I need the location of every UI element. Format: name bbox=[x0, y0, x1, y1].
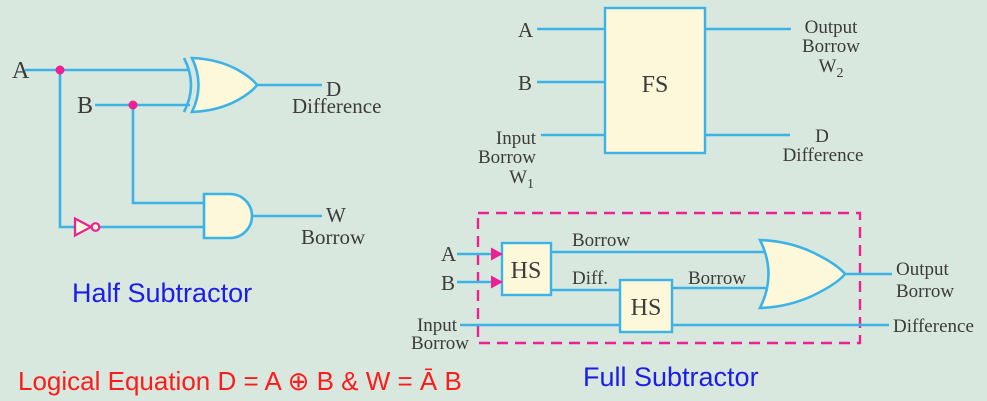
and-gate bbox=[202, 192, 254, 240]
not-gate bbox=[73, 216, 94, 238]
hs1-block bbox=[500, 241, 553, 297]
hs-borrow-label: Borrow bbox=[301, 225, 366, 249]
fs-block-label: FS bbox=[642, 72, 669, 98]
fs-difference-label: Difference bbox=[783, 145, 864, 166]
hs2-block bbox=[618, 278, 674, 334]
full-sub-input-borrow-word2: Borrow bbox=[411, 333, 469, 354]
fs-block-labels: A B Input Borrow W1 FS Output Borrow W2 … bbox=[478, 17, 864, 192]
full-subtractor-wires bbox=[457, 250, 892, 327]
fs-output-borrow-symbol: W2 bbox=[819, 56, 844, 81]
not-gate-bubble bbox=[90, 222, 101, 232]
full-subtractor-labels: A B Input Borrow HS HS Borrow Diff. Borr… bbox=[411, 230, 974, 392]
full-sub-output-borrow-word2: Borrow bbox=[896, 281, 954, 302]
half-subtractor-labels: A B D Difference W Borrow Half Subtracto… bbox=[12, 58, 381, 308]
wire bbox=[131, 105, 204, 205]
fs-block-wires bbox=[537, 27, 791, 137]
full-sub-difference-label: Difference bbox=[893, 316, 974, 337]
fs-input-borrow-word1: Input bbox=[496, 128, 537, 149]
hs1-borrow-wire-label: Borrow bbox=[572, 230, 630, 251]
input-b-arrowhead-icon bbox=[491, 275, 503, 289]
full-subtractor-dashed-border bbox=[476, 211, 862, 345]
fs-output-borrow-word2: Borrow bbox=[802, 36, 860, 57]
fs-input-a-label: A bbox=[518, 18, 534, 42]
fs-difference-symbol: D bbox=[815, 126, 829, 147]
xor-gate bbox=[189, 56, 259, 114]
full-subtractor-caption: Full Subtractor bbox=[583, 362, 759, 392]
fs-input-borrow-word2: Borrow bbox=[478, 147, 536, 168]
full-sub-output-borrow-word1: Output bbox=[896, 259, 950, 280]
full-sub-input-a-label: A bbox=[441, 242, 457, 266]
xor-gate-back-arc bbox=[182, 57, 193, 113]
fs-input-b-label: B bbox=[518, 71, 532, 95]
input-a-arrowhead-icon bbox=[491, 247, 503, 261]
full-sub-input-borrow-word1: Input bbox=[417, 315, 458, 336]
junction-dot bbox=[55, 65, 65, 75]
hs-input-a-label: A bbox=[12, 58, 30, 84]
full-sub-input-b-label: B bbox=[441, 271, 455, 295]
hs-borrow-symbol: W bbox=[326, 203, 346, 227]
hs-difference-symbol: D bbox=[326, 77, 341, 101]
hs2-block-label: HS bbox=[631, 295, 662, 321]
wire bbox=[58, 70, 75, 229]
hs1-block-label: HS bbox=[511, 258, 542, 284]
hs-difference-label: Difference bbox=[292, 94, 381, 118]
fs-block bbox=[603, 6, 707, 155]
hs-input-b-label: B bbox=[77, 93, 93, 119]
fs-input-borrow-symbol: W1 bbox=[509, 167, 534, 192]
logical-equation-caption: Logical Equation D = A ⊕ B & W = Ā B bbox=[18, 366, 462, 396]
half-subtractor-caption: Half Subtractor bbox=[72, 278, 252, 308]
junction-dot bbox=[128, 100, 138, 110]
fs-output-borrow-word1: Output bbox=[805, 17, 859, 38]
hs1-diff-wire-label: Diff. bbox=[572, 268, 608, 289]
hs2-borrow-wire-label: Borrow bbox=[688, 268, 746, 289]
half-subtractor-wires bbox=[25, 65, 322, 229]
or-gate bbox=[757, 238, 847, 310]
